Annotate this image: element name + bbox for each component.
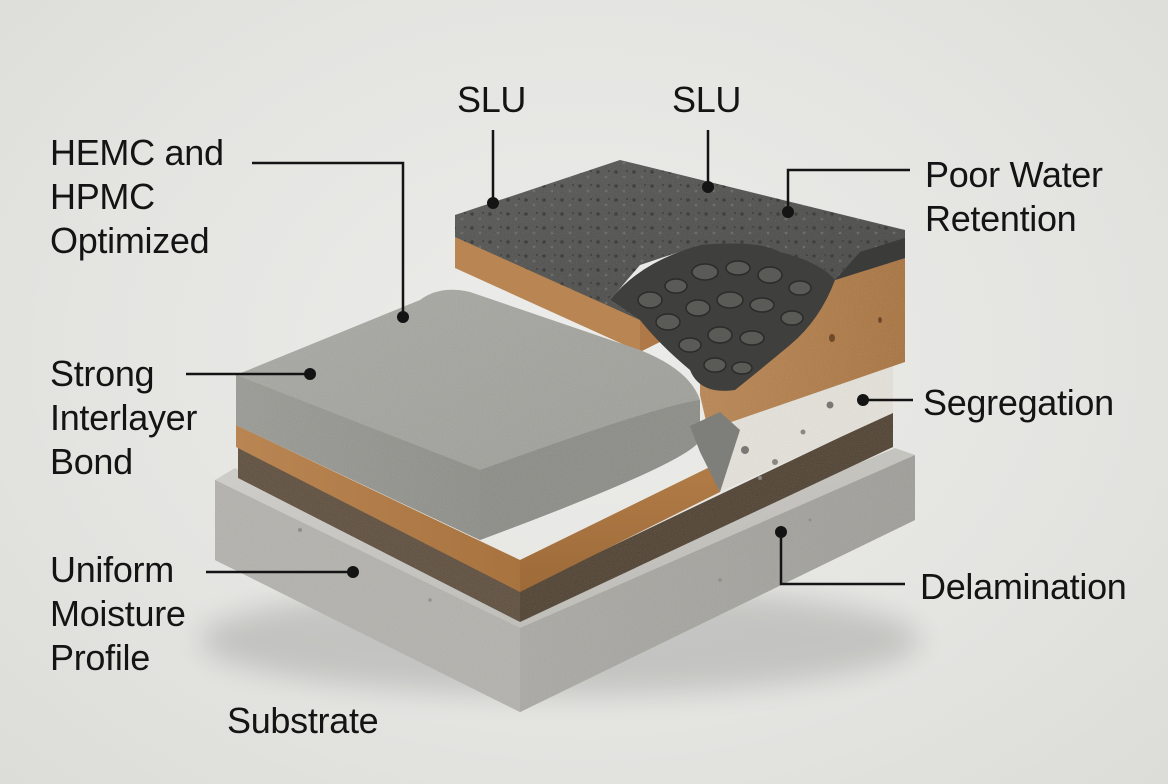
label-hemc-hpmc-line-2: HPMC — [50, 176, 155, 217]
label-uniform-moisture-profile-line-2: Moisture — [50, 593, 186, 634]
leader-hemc-hpmc — [252, 161, 405, 317]
segregated-white-layer — [690, 362, 893, 492]
label-delamination: Delamination — [920, 566, 1127, 607]
dot-slu-right — [702, 181, 714, 193]
dot-slu-left — [487, 197, 499, 209]
dot-hemc-hpmc — [397, 311, 409, 323]
label-strong-interlayer-bond-line-2: Interlayer — [50, 397, 198, 438]
dot-poor-water-retention — [782, 206, 794, 218]
leader-poor-water-retention — [786, 168, 910, 212]
label-slu-left: SLU — [457, 79, 527, 120]
leader-lines — [186, 130, 913, 586]
dot-uniform-moisture-profile — [347, 566, 359, 578]
label-strong-interlayer-bond-line-1: Strong — [50, 353, 155, 394]
smooth-slu-layer — [236, 289, 740, 540]
leader-delamination — [779, 532, 905, 586]
dot-segregation — [857, 394, 869, 406]
porous-slu-layer — [455, 160, 905, 391]
dot-strong-interlayer-bond — [304, 368, 316, 380]
label-hemc-hpmc-line-3: Optimized — [50, 220, 210, 261]
label-uniform-moisture-profile-line-3: Profile — [50, 637, 150, 678]
label-substrate: Substrate — [227, 700, 379, 741]
label-strong-interlayer-bond: Strong Interlayer Bond — [50, 352, 197, 484]
label-hemc-hpmc-line-1: HEMC and — [50, 132, 224, 173]
orange-back-layer — [455, 232, 905, 430]
dark-base-layer — [238, 412, 893, 622]
label-poor-water-retention-line-1: Poor Water — [925, 154, 1103, 195]
label-uniform-moisture-profile: Uniform Moisture Profile — [50, 548, 186, 680]
substrate-slab — [215, 448, 915, 712]
label-hemc-hpmc-optimized: HEMC and HPMC Optimized — [50, 131, 224, 263]
label-strong-interlayer-bond-line-3: Bond — [50, 441, 133, 482]
orange-primer-layer — [236, 425, 720, 592]
label-poor-water-retention-line-2: Retention — [925, 198, 1077, 239]
dot-delamination — [775, 526, 787, 538]
label-poor-water-retention: Poor Water Retention — [925, 153, 1103, 241]
label-segregation: Segregation — [923, 382, 1114, 423]
label-uniform-moisture-profile-line-1: Uniform — [50, 549, 174, 590]
label-slu-right: SLU — [672, 79, 742, 120]
